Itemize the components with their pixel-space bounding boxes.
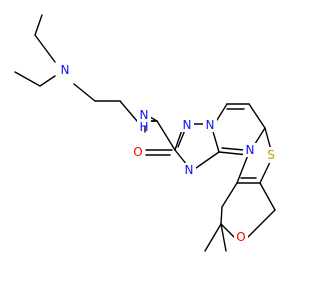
- atom-n-triazole-1: N: [183, 118, 192, 132]
- atom-n-triazole-3: N: [185, 163, 194, 177]
- atom-s-thiophene: S: [267, 148, 275, 162]
- bond: [73, 83, 96, 102]
- atom-n-pyrimidine: N: [246, 143, 255, 157]
- atom-h-amide: H: [139, 120, 148, 134]
- bonds: [14, 14, 276, 252]
- bond: [34, 14, 43, 36]
- bond: [156, 120, 176, 151]
- bond: [248, 103, 266, 129]
- bond: [34, 34, 56, 63]
- bond: [177, 129, 186, 148]
- bond: [220, 223, 227, 252]
- bond: [14, 71, 41, 87]
- bond: [259, 159, 272, 184]
- bond: [39, 75, 56, 87]
- bond: [221, 182, 238, 208]
- atom-o-pyran: O: [236, 230, 245, 244]
- atom-o-carbonyl: O: [133, 145, 142, 159]
- bond: [174, 149, 188, 166]
- atom-labels: N N H O N N N N S O: [58, 62, 278, 244]
- bond: [119, 100, 138, 122]
- bond: [259, 182, 276, 211]
- molecule-structure: N N H O N N N N S O: [14, 14, 278, 252]
- bond: [247, 209, 276, 238]
- atom-n-amide: N: [140, 108, 149, 122]
- molecule-svg: N N H O N N N N S O: [14, 14, 278, 252]
- bond: [236, 154, 249, 184]
- bond: [264, 127, 272, 151]
- bond: [220, 206, 223, 225]
- atom-n-triazole-2: N: [206, 118, 215, 132]
- bond: [221, 147, 245, 151]
- bond: [220, 223, 237, 240]
- atom-n-amine: N: [61, 63, 70, 77]
- bond: [204, 223, 222, 252]
- bond: [195, 151, 220, 169]
